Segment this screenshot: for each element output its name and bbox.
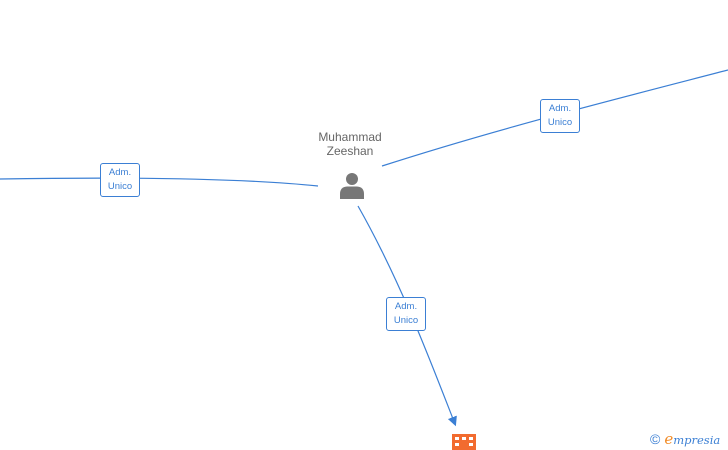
edge-label-left[interactable]: Adm. Unico [100, 163, 140, 197]
person-icon[interactable] [337, 170, 367, 200]
edge-label-upper-right[interactable]: Adm. Unico [540, 99, 580, 133]
edge-left [0, 177, 319, 187]
building-icon[interactable] [452, 434, 476, 450]
brand-logo: empresia [664, 430, 721, 448]
edge-label-down[interactable]: Adm. Unico [386, 297, 426, 331]
empresia-watermark[interactable]: © empresia [650, 430, 720, 448]
person-name[interactable]: Muhammad Zeeshan [318, 130, 382, 158]
copyright-symbol: © [650, 431, 661, 447]
